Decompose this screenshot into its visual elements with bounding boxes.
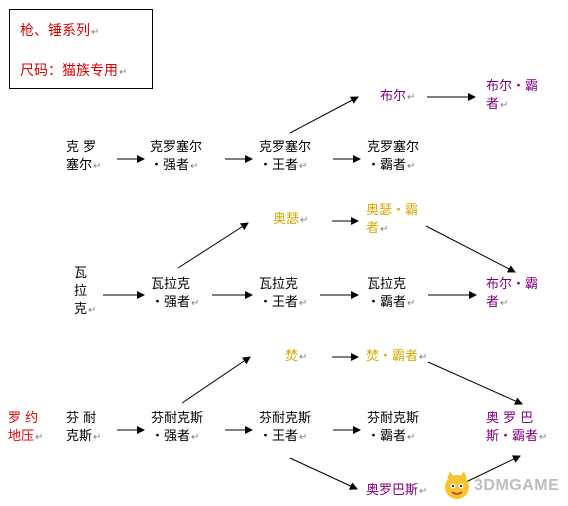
node-wa: 瓦拉克↵ <box>74 265 96 320</box>
node-fen-y: 焚↵ <box>285 348 307 367</box>
node-fen2: 芬耐克斯・王者↵ <box>259 410 311 447</box>
node-fen-yb: 焚・霸者↵ <box>366 348 427 367</box>
watermark-text: 3DMGAME <box>474 477 560 494</box>
node-line: 瓦拉克 <box>259 277 299 292</box>
node-ause-b: 奥瑟・霸者↵ <box>366 202 418 239</box>
node-line: 罗 约 <box>8 411 39 426</box>
node-line: 塞尔↵ <box>66 158 102 173</box>
arrow-fen2-aoluo <box>289 457 358 490</box>
node-aoluo-b: 奥 罗 巴斯・霸者↵ <box>486 410 547 447</box>
node-line: 克↵ <box>74 302 97 317</box>
node-line: ・王者↵ <box>259 429 308 444</box>
legend-subtitle: 尺码：猫族专用↵ <box>20 63 128 79</box>
node-line: ・强者↵ <box>151 295 200 310</box>
watermark: 3DMGAME <box>440 468 565 504</box>
node-line: 瓦拉克 <box>367 277 407 292</box>
node-line: 瓦拉克 <box>151 277 191 292</box>
node-luoyue: 罗 约地压↵ <box>8 410 43 447</box>
node-ause: 奥瑟↵ <box>273 211 308 230</box>
node-line: ・王者↵ <box>259 295 308 310</box>
node-fen1: 芬耐克斯・强者↵ <box>151 410 203 447</box>
cat-mascot-icon <box>445 471 469 499</box>
node-line: 布尔・霸 <box>486 79 539 94</box>
legend-box: 枪、锤系列↵ 尺码：猫族专用↵ <box>9 9 153 89</box>
arrow-aoluo-aoluob <box>465 455 521 483</box>
legend-title: 枪、锤系列↵ <box>20 23 100 39</box>
node-kro2: 克罗塞尔・王者↵ <box>259 139 311 176</box>
node-line: 拉 <box>74 284 88 299</box>
node-line: 芬耐克斯 <box>259 411 312 426</box>
node-line: ・霸者↵ <box>367 158 416 173</box>
node-aoluo: 奥罗巴斯↵ <box>366 482 427 501</box>
node-line: 奥 罗 巴 <box>486 411 534 426</box>
node-line: 焚・霸者↵ <box>366 349 428 364</box>
node-kro1: 克罗塞尔・强者↵ <box>150 139 202 176</box>
node-line: 者↵ <box>486 295 509 310</box>
node-kro3: 克罗塞尔・霸者↵ <box>367 139 419 176</box>
node-line: 芬耐克斯 <box>151 411 204 426</box>
node-fen3: 芬耐克斯・霸者↵ <box>367 410 419 447</box>
node-line: 克罗塞尔 <box>367 140 420 155</box>
node-kro: 克 罗塞尔↵ <box>66 139 101 176</box>
arrow-auseb-buerb2 <box>425 225 516 273</box>
node-wa2: 瓦拉克・王者↵ <box>259 276 307 313</box>
node-line: 者↵ <box>486 97 509 112</box>
node-line: 芬 耐 <box>66 411 97 426</box>
arrow-fen1-feny <box>181 356 251 404</box>
node-wa1: 瓦拉克・强者↵ <box>151 276 199 313</box>
node-buer-b2: 布尔・霸者↵ <box>486 276 538 313</box>
arrow-wa1-ause <box>177 222 249 269</box>
node-line: 克 罗 <box>66 140 97 155</box>
node-line: 奥罗巴斯↵ <box>366 483 428 498</box>
node-line: 者↵ <box>366 221 389 236</box>
node-line: 克斯↵ <box>66 429 102 444</box>
node-line: 奥瑟↵ <box>273 212 309 227</box>
node-line: ・强者↵ <box>151 429 200 444</box>
node-line: 地压↵ <box>8 429 44 444</box>
node-wa3: 瓦拉克・霸者↵ <box>367 276 415 313</box>
node-line: 焚↵ <box>285 349 308 364</box>
arrow-fenyb-aoluob <box>427 361 523 405</box>
node-line: 布尔↵ <box>380 89 416 104</box>
node-line: 芬耐克斯 <box>367 411 420 426</box>
node-fen: 芬 耐克斯↵ <box>66 410 101 447</box>
node-line: ・王者↵ <box>259 158 308 173</box>
node-line: ・霸者↵ <box>367 429 416 444</box>
node-line: 克罗塞尔 <box>150 140 203 155</box>
node-line: 瓦 <box>74 266 88 281</box>
arrow-kro2-buer <box>289 96 359 134</box>
node-buer: 布尔↵ <box>380 88 415 107</box>
node-buer-b1: 布尔・霸者↵ <box>486 78 538 115</box>
node-line: 克罗塞尔 <box>259 140 312 155</box>
node-line: ・霸者↵ <box>367 295 416 310</box>
node-line: 布尔・霸 <box>486 277 539 292</box>
node-line: 斯・霸者↵ <box>486 429 548 444</box>
node-line: ・强者↵ <box>150 158 199 173</box>
node-line: 奥瑟・霸 <box>366 203 419 218</box>
